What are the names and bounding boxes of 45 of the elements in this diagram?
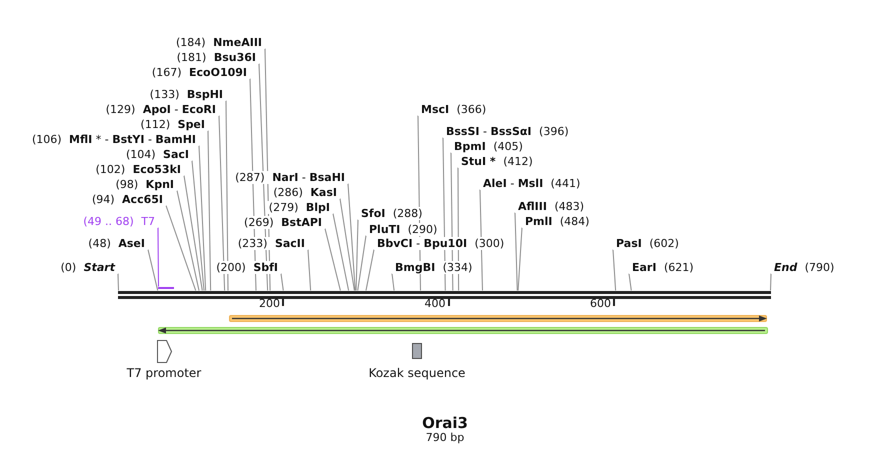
primer-bar <box>158 286 174 289</box>
leader-line <box>308 249 312 291</box>
leader-line <box>192 160 204 291</box>
leader-line <box>458 167 460 291</box>
leader-line <box>480 189 483 291</box>
leader-line <box>258 63 268 291</box>
map-subtitle: 790 bp <box>426 431 464 444</box>
leader-line <box>176 190 200 291</box>
leader-line <box>250 78 256 291</box>
leader-line <box>158 227 159 287</box>
leader-line <box>166 205 196 291</box>
leader-line <box>198 145 206 291</box>
scale-label: 400 <box>424 297 446 310</box>
feature-label: T7 promoter <box>126 366 202 380</box>
leader-line <box>264 48 271 291</box>
leader-line <box>518 227 522 291</box>
leader-line <box>118 273 119 291</box>
leader-line <box>324 228 341 291</box>
leader-line <box>450 152 454 291</box>
leader-line <box>208 130 212 291</box>
leader-line <box>280 273 284 291</box>
leader-line <box>392 273 395 291</box>
restriction-site-label: (279) BlpI <box>266 200 333 214</box>
leader-line <box>184 175 203 291</box>
map-title: Orai3 <box>422 414 468 432</box>
leader-line <box>340 198 355 291</box>
sequence-feature <box>158 327 768 334</box>
leader-line <box>628 273 632 291</box>
feature-label: Kozak sequence <box>368 366 466 380</box>
leader-line <box>770 273 772 291</box>
leader-line <box>514 212 518 291</box>
leader-line <box>218 115 226 291</box>
leader-line <box>348 183 356 291</box>
leader-line <box>332 213 350 291</box>
leader-line <box>357 235 366 291</box>
leader-line <box>442 137 446 291</box>
scale-label: 200 <box>259 297 280 310</box>
dna-backbone <box>118 290 771 298</box>
sequence-feature <box>229 315 767 322</box>
leader-line <box>356 219 358 291</box>
scale-label: 600 <box>590 297 611 310</box>
leader-line <box>148 249 158 291</box>
leader-line <box>226 100 228 291</box>
leader-line <box>612 249 616 291</box>
leader-line <box>366 249 374 291</box>
